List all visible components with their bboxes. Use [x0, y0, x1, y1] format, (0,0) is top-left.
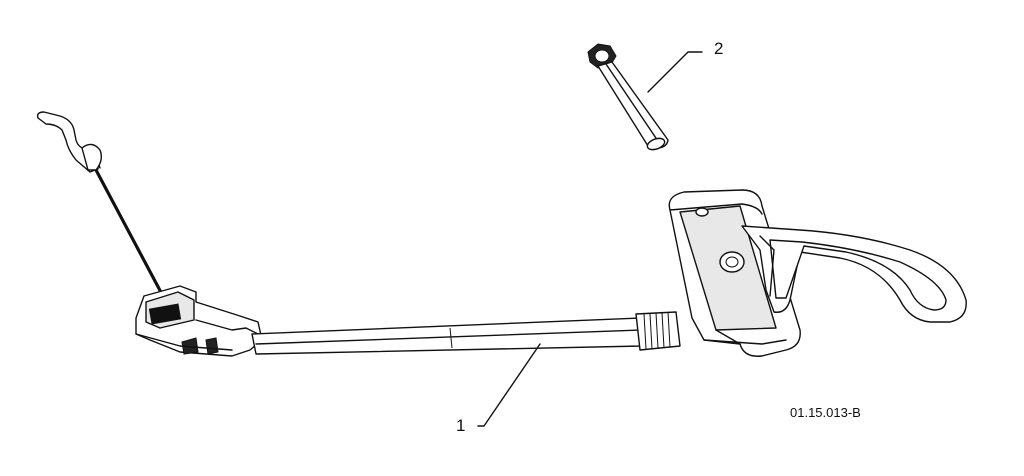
figure-code: 01.15.013-B: [790, 405, 861, 420]
part-1-cable-assembly: [36, 111, 967, 357]
callout-label-1: 1: [456, 416, 466, 435]
callout-2-leader: [647, 51, 703, 93]
callout-1-leader: [477, 343, 541, 427]
callout-label-2: 2: [714, 39, 724, 58]
part-2-sleeve: [587, 43, 669, 151]
